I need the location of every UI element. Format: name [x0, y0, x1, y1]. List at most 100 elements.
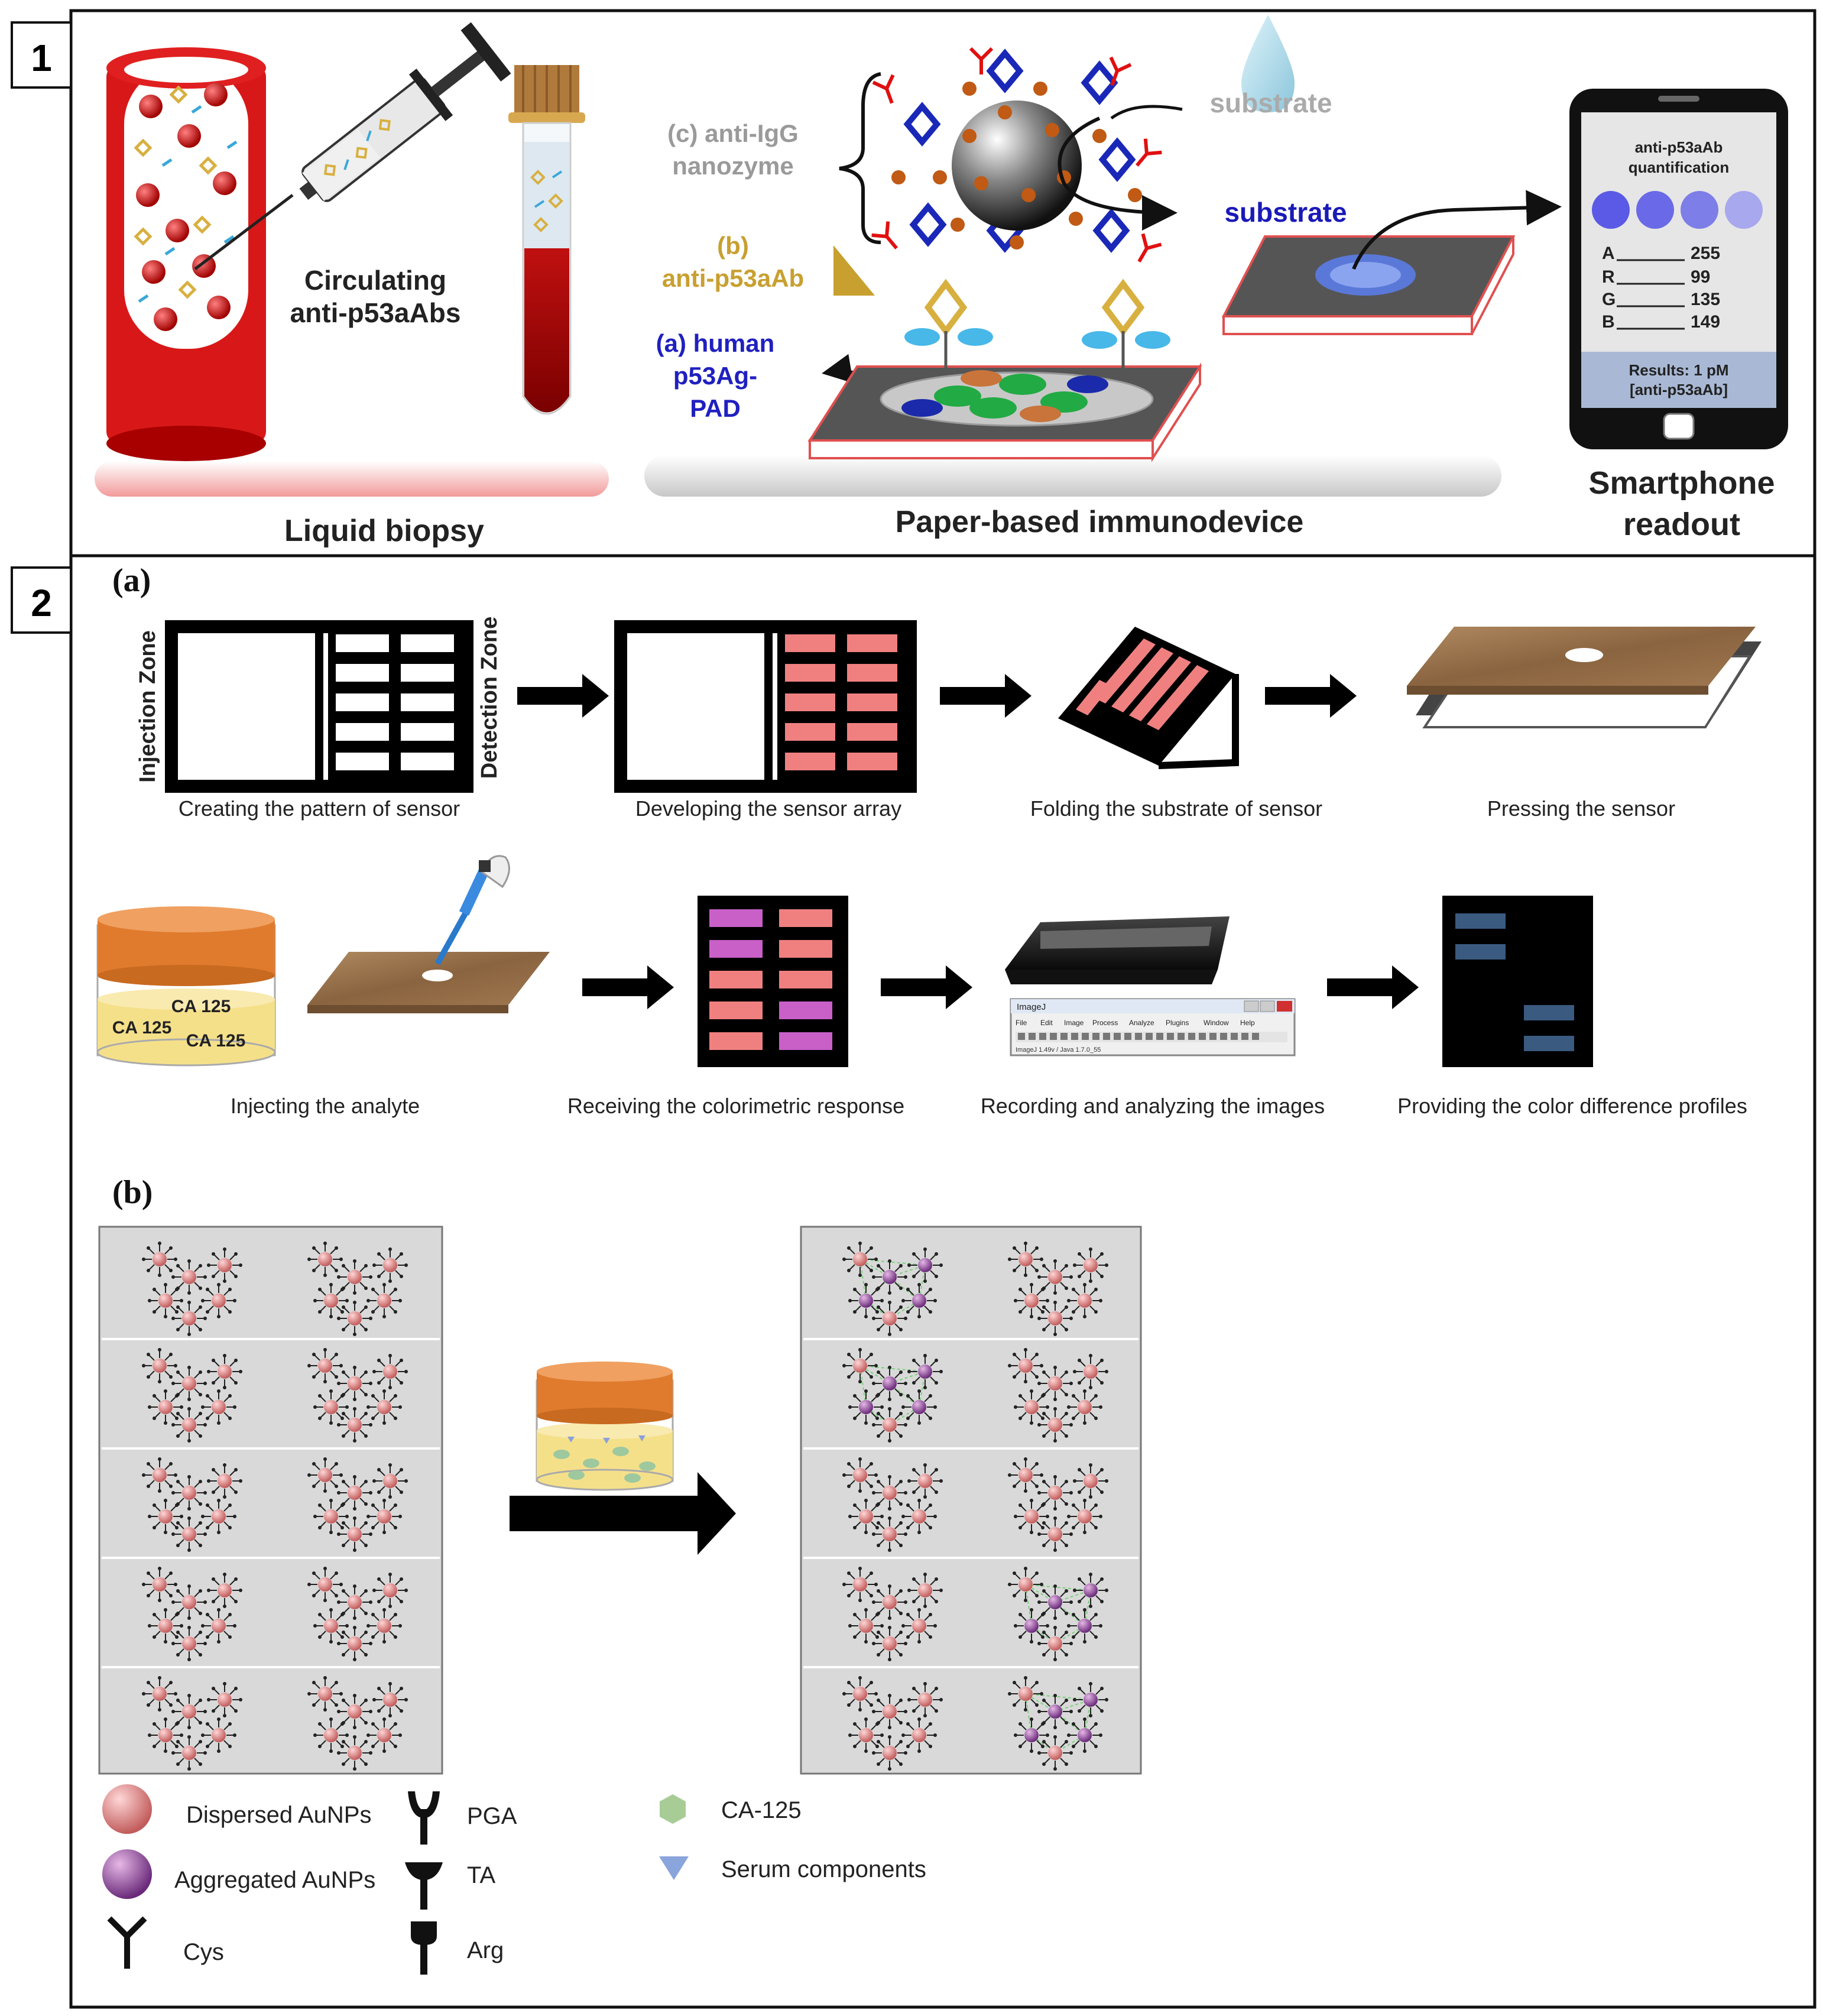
pga-icon: [408, 1791, 440, 1845]
color-difference-profile-illustration: [1442, 896, 1593, 1067]
human-p53-label-2: p53Ag-: [673, 362, 757, 390]
circulating-label-1: Circulating: [304, 265, 446, 296]
phone-value-a: 255: [1691, 244, 1720, 263]
imagej-status: ImageJ 1.49v / Java 1.7.0_55: [1016, 1046, 1101, 1054]
result-paper-illustration: [1221, 235, 1516, 335]
imagej-menu-file: File: [1016, 1019, 1027, 1027]
phone-value-b: 149: [1691, 312, 1720, 332]
vial-label-3: CA 125: [186, 1031, 246, 1051]
phone-value-g: 135: [1691, 290, 1720, 309]
immunocomplex-illustration: [872, 48, 1183, 372]
panel-label-box-1: [11, 21, 72, 89]
imagej-close-icon: [1277, 1001, 1292, 1012]
readout-arrow: [1352, 190, 1562, 270]
sub-label-a: (a): [112, 562, 151, 599]
row1-caption-1: Creating the pattern of sensor: [179, 796, 460, 821]
phone-channel-r: R: [1602, 267, 1615, 287]
panel2-frame: [69, 554, 1816, 2009]
legend-label-cys: Cys: [183, 1939, 224, 1965]
imagej-menu-process: Process: [1092, 1019, 1118, 1027]
smartphone-label-1: Smartphone: [1588, 465, 1775, 501]
dispersed-aunp-icon: [102, 1784, 152, 1834]
anti-p53-label-2: anti-p53aAb: [662, 264, 804, 292]
row2-caption-2: Receiving the colorimetric response: [567, 1094, 904, 1118]
human-p53-label-3: PAD: [690, 394, 741, 422]
imagej-menu-analyze: Analyze: [1129, 1019, 1154, 1027]
row2-caption-1: Injecting the analyte: [231, 1094, 420, 1118]
sensor-pattern-illustration: [165, 620, 473, 793]
phone-result-2: [anti-p53aAb]: [1630, 381, 1728, 398]
nanoparticle-array-after: [800, 1226, 1142, 1775]
arg-icon: [411, 1921, 437, 1975]
injection-board-illustration: [307, 952, 550, 1013]
pressed-sensor-illustration: [1407, 627, 1762, 728]
imagej-menu-help: Help: [1240, 1019, 1255, 1027]
phone-title-1: anti-p53aAb: [1635, 138, 1723, 156]
phone-channel-b: B: [1602, 312, 1615, 332]
smartphone-illustration: [1569, 89, 1788, 449]
row1-caption-4: Pressing the sensor: [1487, 796, 1675, 821]
panel-label-1: 1: [31, 37, 52, 79]
vial-label-2: CA 125: [112, 1018, 172, 1038]
row2-arrows: [582, 965, 1419, 1009]
sensor-array-illustration: [614, 620, 917, 793]
panel-label-2: 2: [31, 582, 52, 624]
nanoparticle-array-before: [98, 1226, 443, 1775]
legend: [102, 1784, 689, 1975]
pipette-icon: [434, 855, 510, 965]
phone-value-r: 99: [1691, 267, 1710, 287]
imagej-window: [1010, 998, 1296, 1056]
anti-p53-label-1: (b): [717, 232, 749, 260]
legend-label-ta: TA: [467, 1862, 495, 1888]
row1-caption-3: Folding the substrate of sensor: [1030, 796, 1322, 821]
syringe-illustration: [194, 22, 511, 270]
imagej-title: ImageJ: [1017, 1002, 1046, 1012]
legend-label-pga: PGA: [467, 1803, 517, 1829]
vial-label-1: CA 125: [171, 997, 231, 1016]
paper-device-label: Paper-based immunodevice: [896, 505, 1304, 539]
blood-tube-illustration: [508, 65, 585, 415]
row1-caption-2: Developing the sensor array: [635, 796, 901, 821]
phone-dot-1: [1592, 191, 1630, 229]
smartphone-label-2: readout: [1623, 507, 1740, 542]
immunodevice-floor: [644, 455, 1501, 497]
ta-icon: [405, 1862, 443, 1910]
legend-label-serum: Serum components: [721, 1856, 926, 1882]
human-p53-label-1: (a) human: [656, 329, 775, 357]
row1-arrows: [517, 674, 1357, 718]
phone-dot-4: [1725, 191, 1763, 229]
aggregated-aunp-icon: [102, 1849, 152, 1899]
phone-dot-2: [1636, 191, 1674, 229]
folded-sensor-illustration: [1058, 627, 1239, 769]
row2-caption-3: Recording and analyzing the images: [981, 1094, 1325, 1118]
phone-channel-a: A: [1602, 244, 1615, 263]
imagej-menu-window: Window: [1204, 1019, 1229, 1027]
scanner-illustration: [1005, 916, 1230, 984]
sub-label-b: (b): [112, 1174, 153, 1211]
blood-vessel-illustration: [106, 47, 266, 461]
circulating-label-2: anti-p53aAbs: [290, 297, 461, 328]
paper-device-illustration: [807, 362, 1202, 462]
substrate-mid-label: substrate: [1224, 197, 1347, 228]
phone-result-1: Results: 1 pM: [1629, 361, 1728, 379]
substrate-droplet-icon: [1241, 15, 1295, 112]
detection-zone-label: Detection Zone: [477, 617, 502, 779]
legend-label-ca125: CA-125: [721, 1797, 802, 1823]
serum-components-icon: [659, 1856, 689, 1880]
colorimetric-array-illustration: [698, 896, 848, 1067]
ca125-icon: [660, 1794, 686, 1824]
injection-zone-label: Injection Zone: [135, 630, 160, 783]
phone-dot-3: [1681, 191, 1718, 229]
legend-label-arg: Arg: [467, 1937, 504, 1963]
substrate-top-label: substrate: [1209, 87, 1332, 118]
row2-caption-4: Providing the color difference profiles: [1397, 1094, 1747, 1118]
phone-channel-g: G: [1602, 290, 1616, 309]
anti-igg-label-2: nanozyme: [672, 152, 793, 180]
analyte-vial-illustration: [96, 906, 276, 1067]
reaction-arrow: [510, 1472, 736, 1555]
panel-label-box-2: [11, 566, 72, 634]
imagej-menu-image: Image: [1064, 1019, 1084, 1027]
legend-label-dispersed: Dispersed AuNPs: [186, 1802, 371, 1828]
